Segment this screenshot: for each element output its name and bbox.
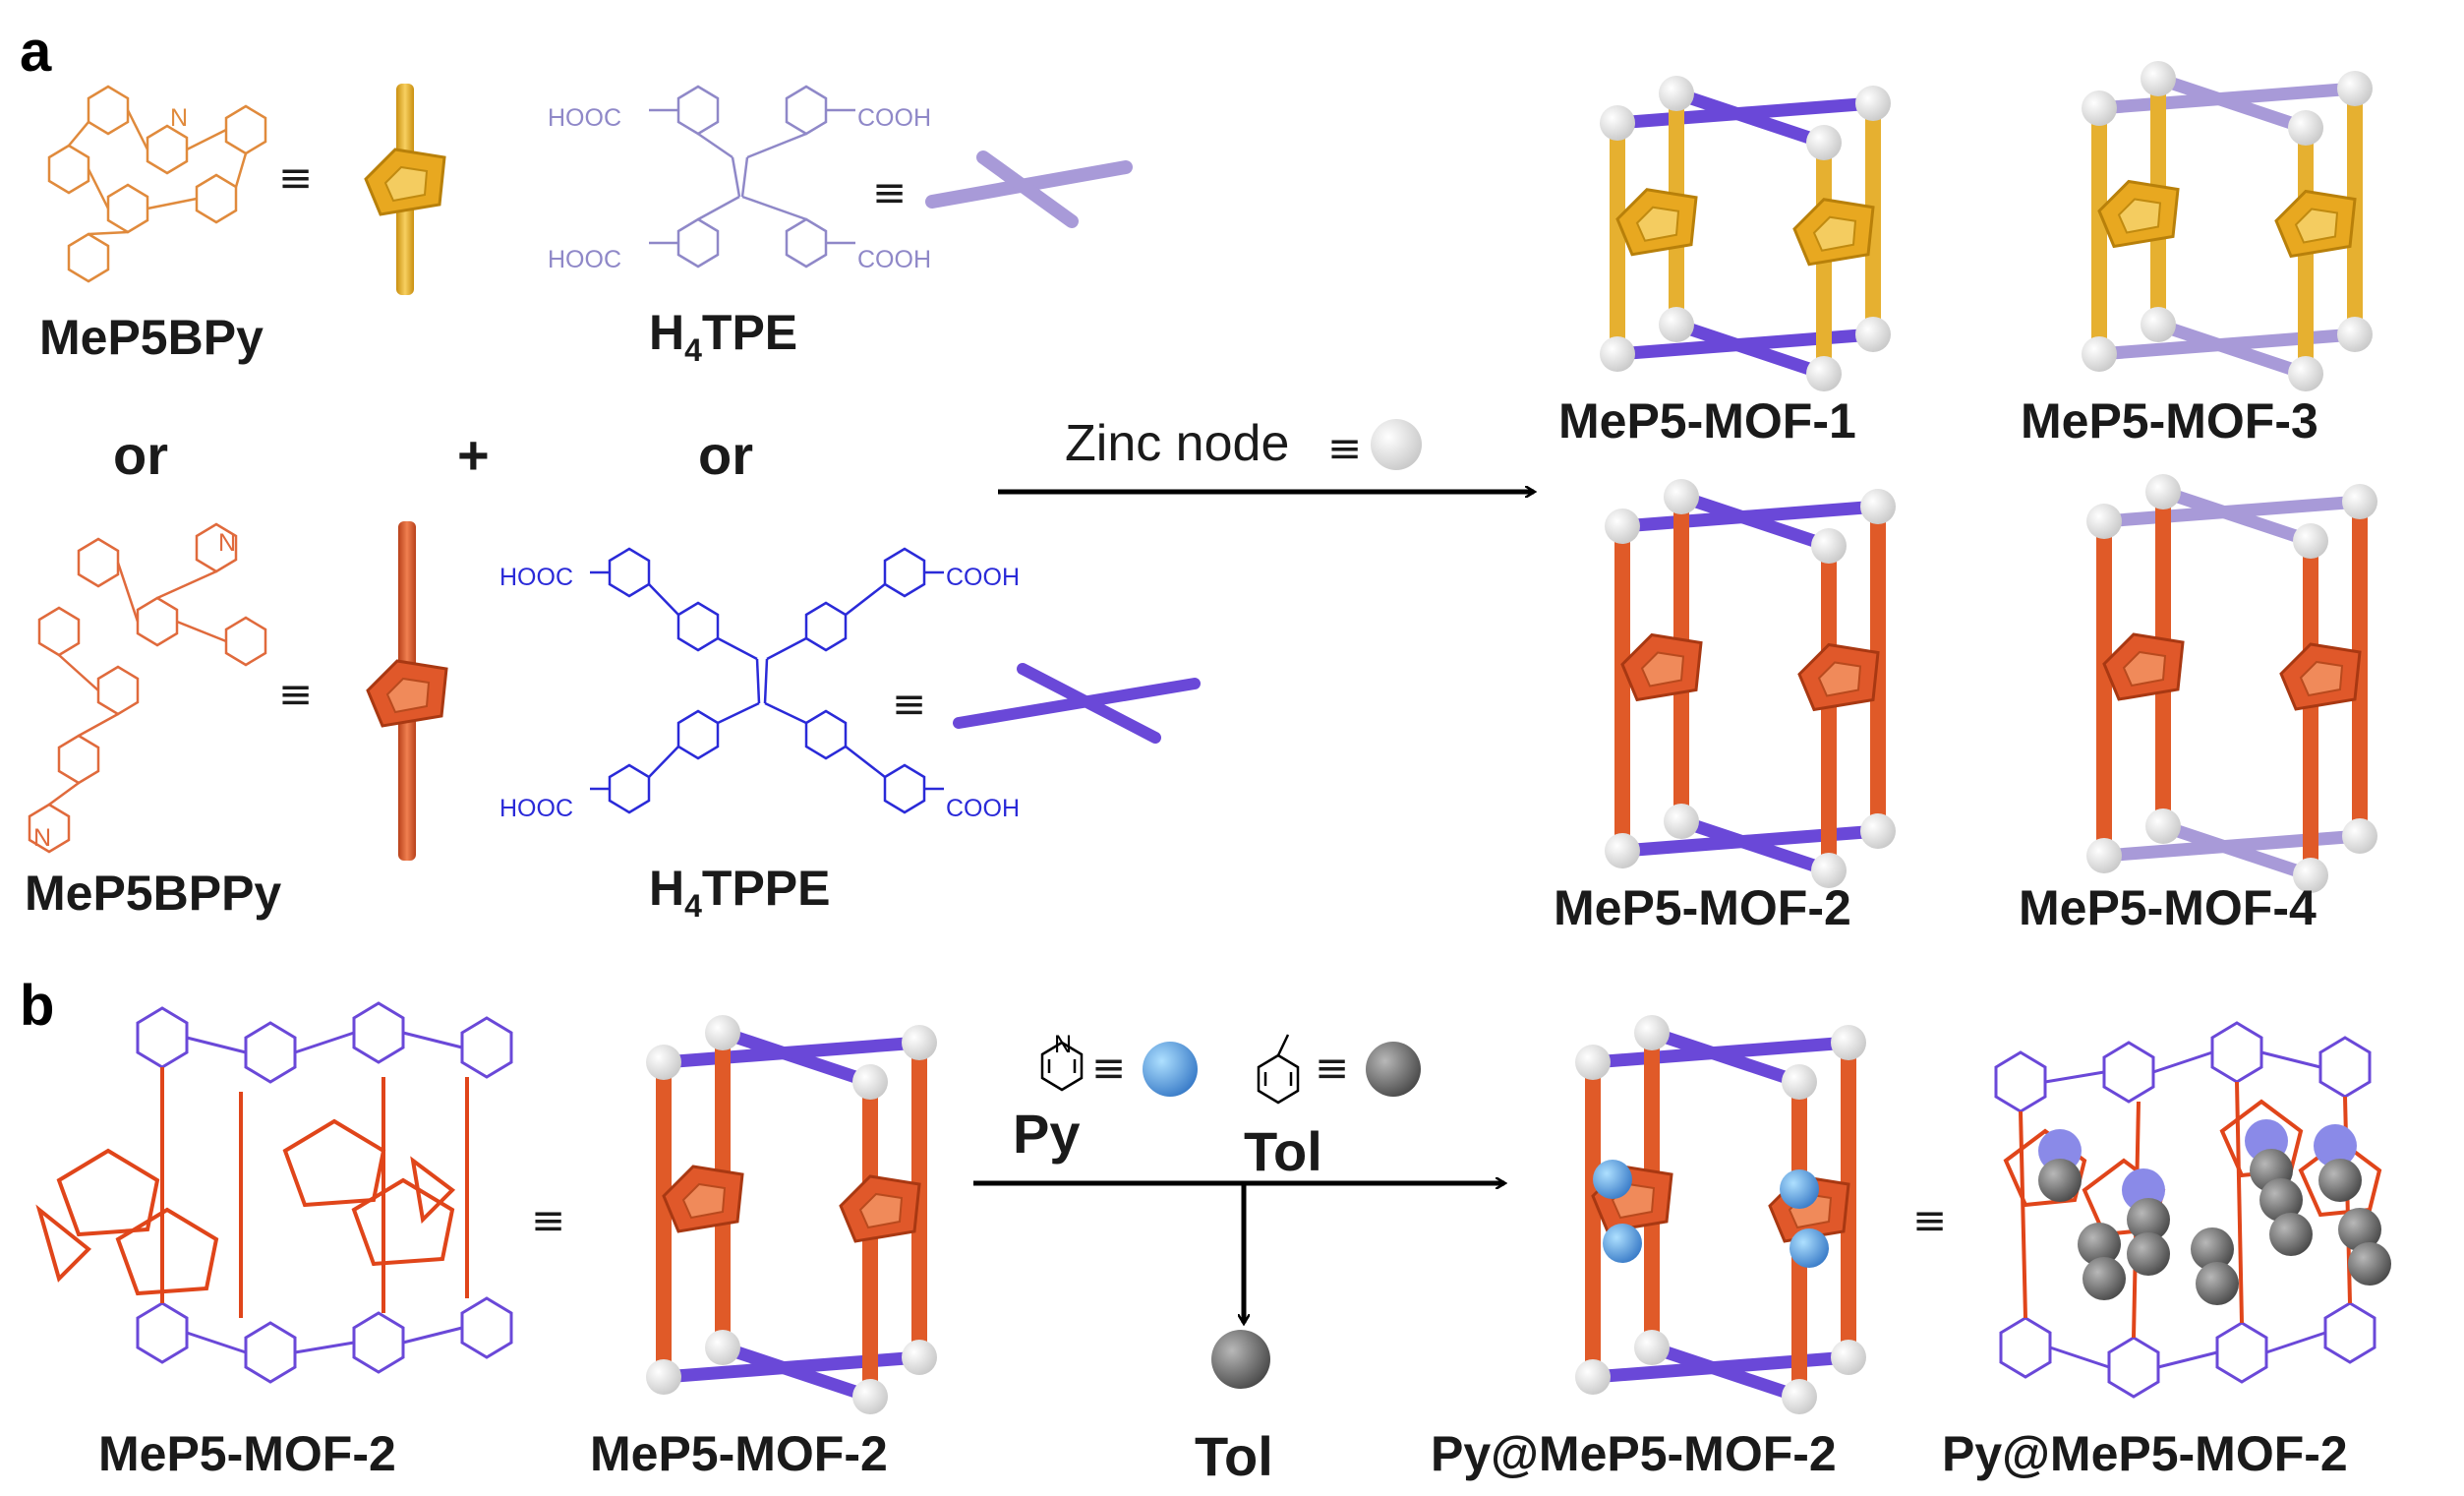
- mof3-label: MeP5-MOF-3: [2021, 393, 2318, 449]
- mof1-label: MeP5-MOF-1: [1558, 393, 1856, 449]
- or-middle: or: [698, 424, 753, 486]
- crystal-left-label: MeP5-MOF-2: [98, 1426, 396, 1481]
- h4tppe-cooh-bottom: COOH: [946, 795, 1020, 822]
- mof3-cage: [2082, 61, 2373, 391]
- panel-a-label: a: [20, 20, 52, 84]
- or-left: or: [113, 424, 168, 486]
- panel-b-label: b: [20, 974, 54, 1038]
- h4tppe-hooc-top: HOOC: [499, 564, 573, 591]
- mep5bppy-structure: N N: [28, 522, 267, 854]
- h4tppe-cross-symbol: [953, 663, 1201, 744]
- h4tpe-structure: [649, 85, 855, 269]
- py-sphere-icon: [1143, 1042, 1198, 1097]
- equiv-h4tppe: ≡: [892, 680, 926, 728]
- equiv-crystal-right: ≡: [1912, 1196, 1947, 1244]
- equiv-h4tpe: ≡: [872, 168, 907, 216]
- svg-text:N: N: [218, 529, 236, 557]
- crystal-structure-right: [1994, 1021, 2391, 1399]
- h4tpe-cross-symbol: [925, 150, 1133, 228]
- cartoon-left-cage: [646, 1015, 937, 1414]
- mep5bppy-name: MeP5BPPy: [25, 866, 281, 921]
- toluene-icon: [1257, 1034, 1300, 1105]
- h4tpe-name: H4TPE: [649, 305, 797, 368]
- mof4-label: MeP5-MOF-4: [2019, 880, 2317, 935]
- tol-label: Tol: [1244, 1120, 1322, 1182]
- py-label: Py: [1013, 1103, 1081, 1165]
- crystal-structure-left: [35, 1001, 513, 1384]
- h4tpe-hooc-top: HOOC: [548, 104, 621, 132]
- mof1-cage: [1600, 76, 1891, 391]
- crystal-right-label: Py@MeP5-MOF-2: [1942, 1426, 2348, 1481]
- equiv-zinc: ≡: [1327, 424, 1362, 472]
- pyridine-n-label: N: [170, 104, 188, 132]
- released-tol-sphere: [1211, 1330, 1270, 1389]
- h4tppe-cooh-top: COOH: [946, 564, 1020, 591]
- equiv-tol: ≡: [1315, 1044, 1349, 1092]
- cartoon-right-cage: [1575, 1015, 1866, 1414]
- mep5bpy-structure: N: [47, 85, 267, 283]
- mof2-cage: [1605, 479, 1896, 888]
- equiv-mep5bpy: ≡: [278, 153, 313, 202]
- equiv-py: ≡: [1091, 1044, 1126, 1092]
- mof-cage-group: [646, 61, 2377, 1414]
- zinc-node-icon: [1371, 419, 1422, 470]
- mep5bpy-name: MeP5BPy: [39, 310, 264, 365]
- mof2-label: MeP5-MOF-2: [1554, 880, 1851, 935]
- h4tppe-structure: [590, 547, 944, 814]
- h4tppe-hooc-bottom: HOOC: [499, 795, 573, 822]
- mep5bppy-rod-symbol: [366, 521, 448, 861]
- tol-sphere-icon: [1366, 1042, 1421, 1097]
- zinc-node-label: Zinc node: [1065, 415, 1289, 472]
- cartoon-right-label: Py@MeP5-MOF-2: [1431, 1426, 1837, 1481]
- tol-out-label: Tol: [1195, 1425, 1273, 1487]
- h4tpe-hooc-bottom: HOOC: [548, 246, 621, 273]
- plus-sign: +: [457, 424, 490, 486]
- mep5bpy-rod-symbol: [364, 84, 446, 295]
- mof4-cage: [2086, 474, 2377, 893]
- cartoon-left-label: MeP5-MOF-2: [590, 1426, 888, 1481]
- equiv-mep5bppy: ≡: [278, 670, 313, 718]
- svg-text:N: N: [1054, 1031, 1072, 1058]
- pyridine-icon: N: [1040, 1031, 1084, 1092]
- h4tpe-cooh-top: COOH: [857, 104, 931, 132]
- h4tppe-name: H4TPPE: [649, 861, 831, 924]
- h4tpe-cooh-bottom: COOH: [857, 246, 931, 273]
- equiv-crystal-left: ≡: [531, 1196, 565, 1244]
- svg-text:N: N: [33, 824, 51, 852]
